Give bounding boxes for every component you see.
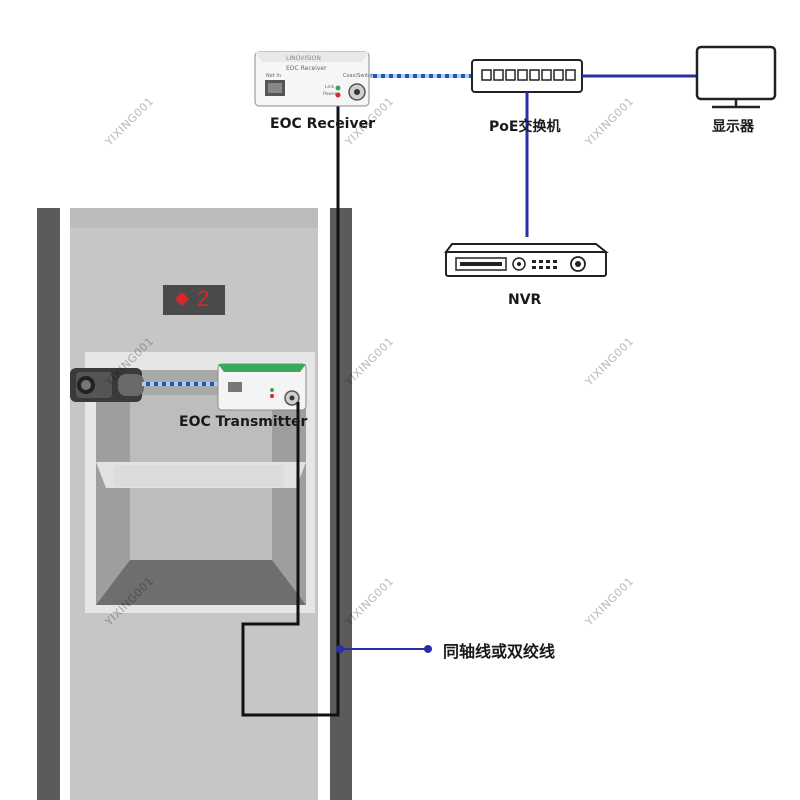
elevator-car-top <box>70 208 318 228</box>
receiver-brand-text: LINOVISION <box>286 55 321 62</box>
receiver-led-power: Power <box>323 92 337 97</box>
receiver-port-left: Net In <box>266 73 282 79</box>
monitor-icon <box>695 45 777 109</box>
camera-icon <box>70 368 144 402</box>
legend-pointer-end <box>424 645 432 653</box>
nvr-icon <box>444 243 609 277</box>
poe-switch-device <box>471 59 583 93</box>
shaft-wall-right <box>330 208 352 800</box>
poe-switch-label: PoE交换机 <box>489 119 561 135</box>
receiver-port-right: Coax/Switch <box>343 73 374 79</box>
receiver-led-link: Link <box>325 85 335 90</box>
eoc-transmitter-label: EOC Transmitter <box>179 414 308 430</box>
shaft-wall-left <box>37 208 60 800</box>
receiver-device-text: EOC Receiver <box>286 65 327 72</box>
cable-legend-label: 同轴线或双绞线 <box>443 642 556 661</box>
eoc-receiver-label: EOC Receiver <box>270 116 376 132</box>
eoc-receiver-device <box>254 51 370 107</box>
nvr-label: NVR <box>508 292 542 308</box>
floor-indicator <box>163 285 225 315</box>
floor-number: 2 <box>197 286 210 311</box>
monitor-label: 显示器 <box>712 119 754 135</box>
coax-cable-lower <box>241 208 340 717</box>
legend-pointer-start <box>336 645 344 653</box>
eoc-transmitter-device <box>217 363 307 411</box>
